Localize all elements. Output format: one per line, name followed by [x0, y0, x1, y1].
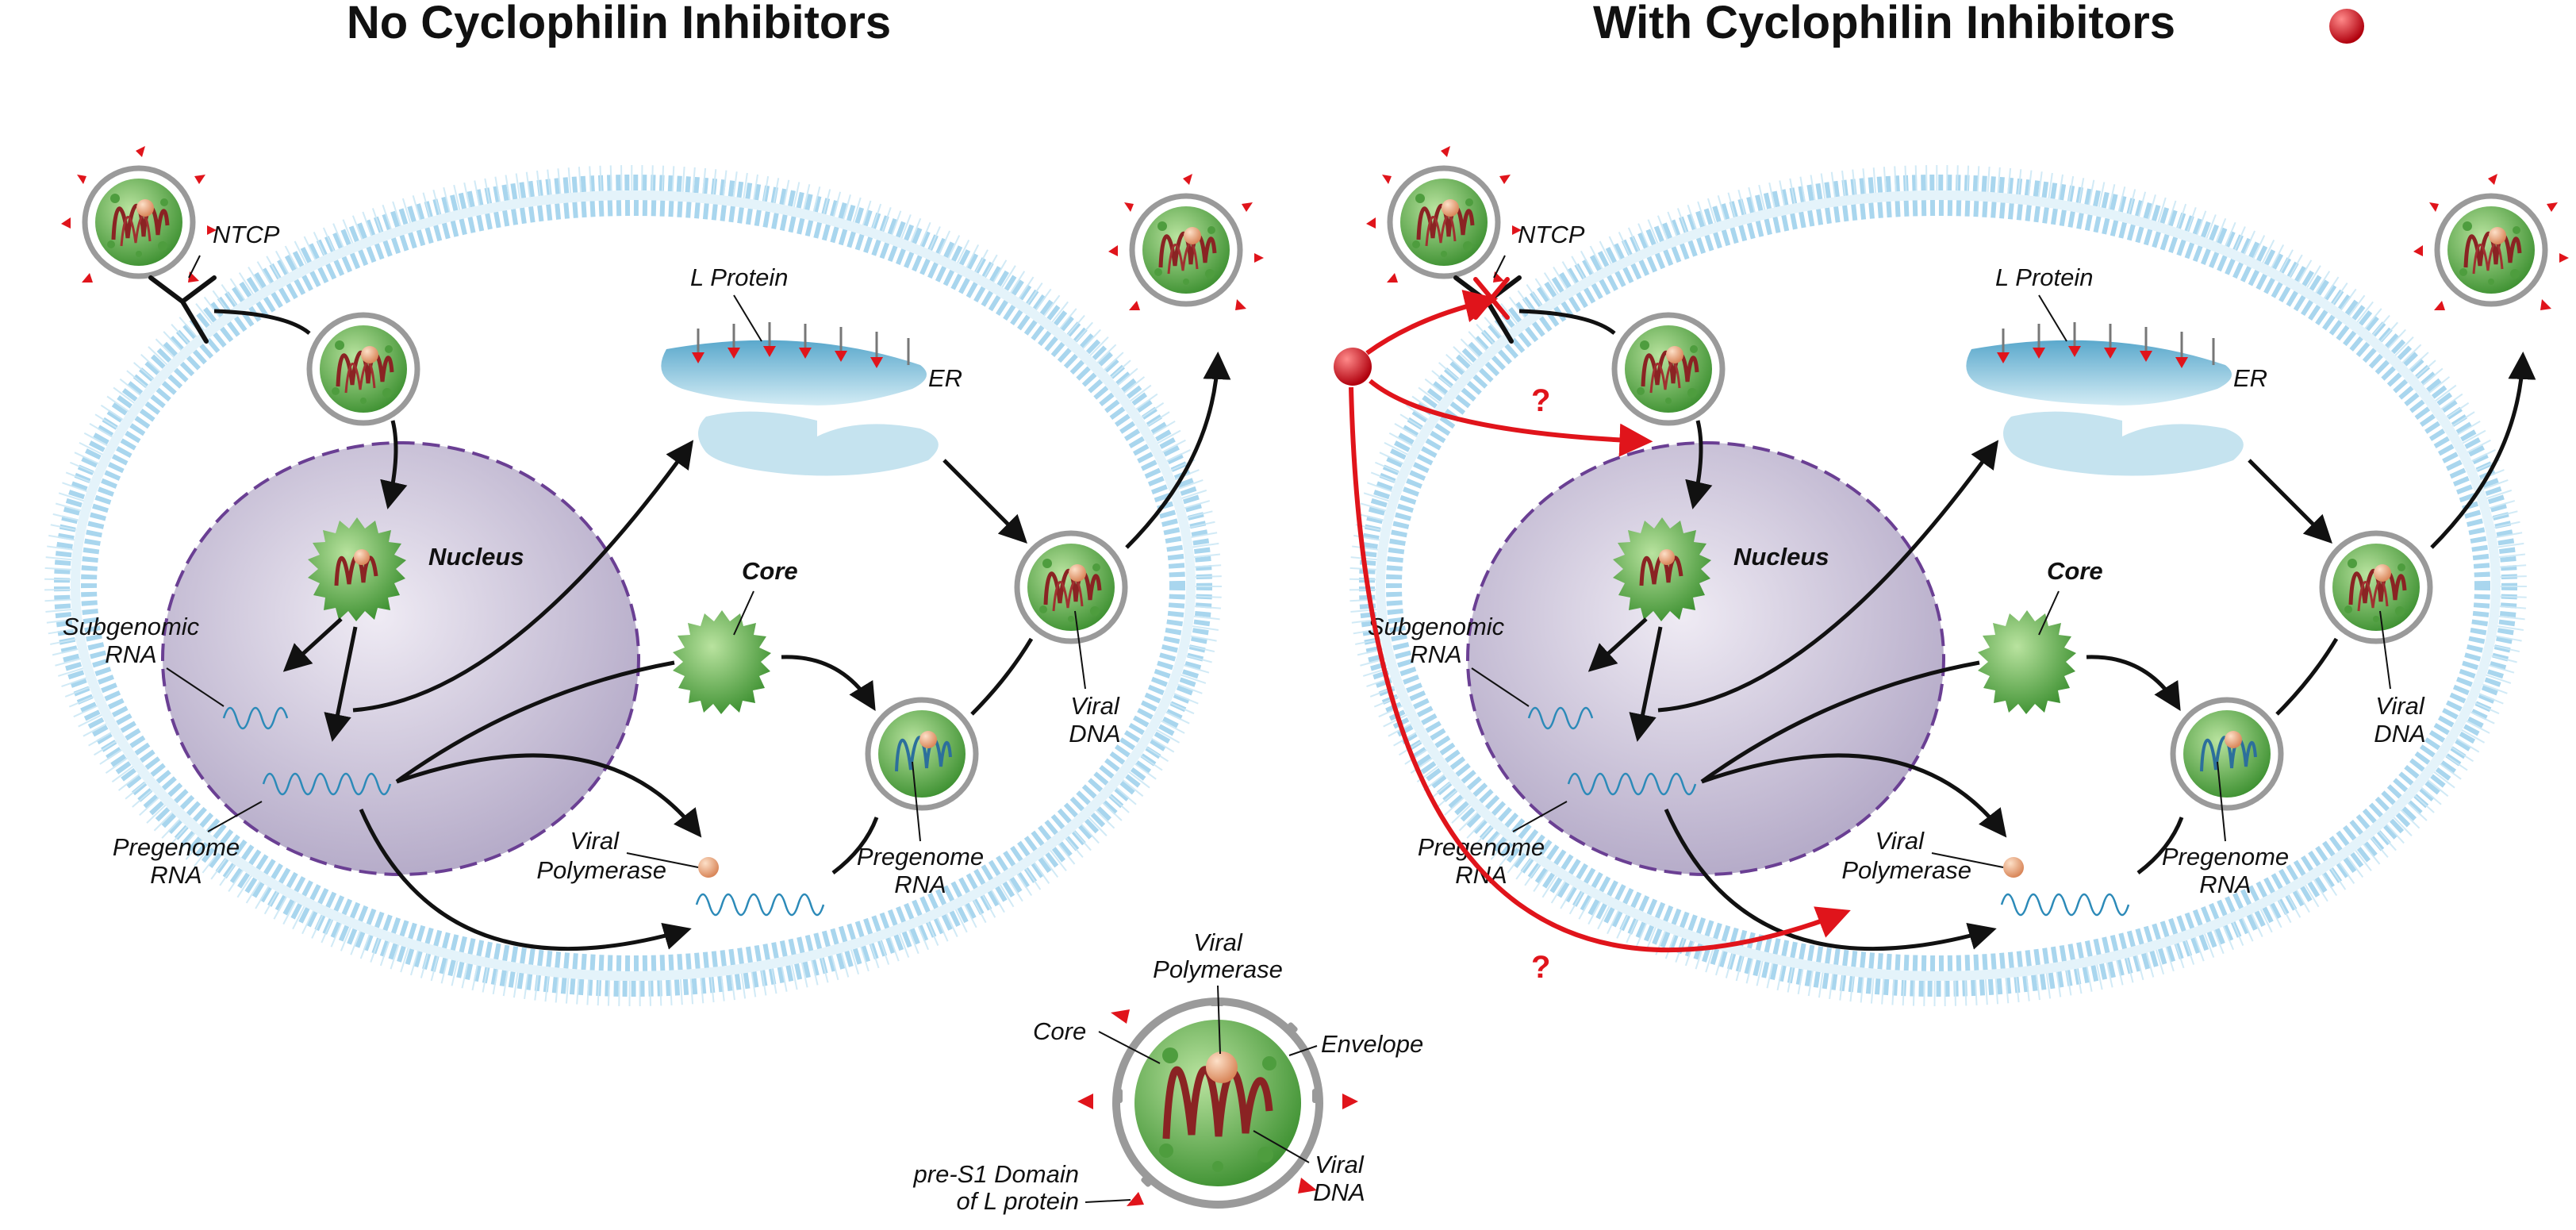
l-protein-label: L Protein [1995, 263, 2094, 291]
title-right: With Cyclophilin Inhibitors [1593, 0, 2175, 48]
core-label: Core [742, 557, 798, 585]
inhibitor-arrow-ntcp [1365, 290, 1499, 356]
inhibitor-arrow-polymerase [1349, 386, 1851, 953]
virion-icon [2413, 174, 2569, 310]
er-label: ER [928, 364, 962, 392]
virion-icon [1366, 146, 1522, 283]
polymerase-label-1: Viral [570, 827, 620, 855]
cell-right: Nucleus NTCP Subgenomic RNA Pregenome RN… [1334, 146, 2569, 1006]
pregenome-label-2: RNA [1455, 861, 1507, 889]
legend-polymerase [1206, 1051, 1238, 1083]
nucleus [1466, 441, 1945, 876]
nucleus-label: Nucleus [428, 543, 524, 571]
virion-icon [61, 146, 217, 283]
subgenomic-label-1: Subgenomic [1368, 613, 1505, 640]
legend-pres1-label-2: of L protein [956, 1187, 1079, 1215]
rna-wave-icon [695, 893, 825, 917]
virion-icon [1017, 533, 1125, 641]
legend: Viral Polymerase Core Envelope Viral DNA… [913, 928, 1424, 1215]
er-icon [659, 321, 940, 478]
legend-core-label: Core [1033, 1017, 1086, 1045]
pregenome-label-1: Pregenome [1418, 833, 1545, 861]
ntcp-label: NTCP [1518, 221, 1585, 248]
legend-dna-label-2: DNA [1313, 1178, 1365, 1206]
virion-icon [2173, 700, 2281, 808]
core-icon [1978, 610, 2076, 714]
polymerase-icon [2003, 857, 2024, 878]
virion-icon [1108, 174, 1264, 310]
pregenome-virion-label-2: RNA [2199, 871, 2251, 898]
question-mark: ? [1531, 383, 1550, 418]
inhibitor-icon [1334, 348, 1372, 386]
pregenome-virion-label-2: RNA [894, 871, 946, 898]
title-left: No Cyclophilin Inhibitors [347, 0, 891, 48]
polymerase-label-1: Viral [1875, 827, 1925, 855]
legend-dna-label-1: Viral [1315, 1151, 1365, 1178]
er-icon [1964, 321, 2245, 478]
viral-dna-label-2: DNA [1069, 720, 1120, 748]
subgenomic-label-2: RNA [1410, 640, 1461, 668]
cell-left: Nucleus NTCP Subgenomic RNA Pregenome RN… [44, 146, 1264, 1006]
pregenome-label-1: Pregenome [113, 833, 240, 861]
rna-wave-icon [2000, 893, 2130, 917]
virion-icon [309, 315, 417, 423]
viral-dna-label-2: DNA [2374, 720, 2425, 748]
virion-icon [868, 700, 976, 808]
legend-polymerase-label-1: Viral [1193, 928, 1243, 956]
inhibitor-icon [2329, 9, 2364, 44]
pregenome-label-2: RNA [150, 861, 202, 889]
er-label: ER [2233, 364, 2267, 392]
ntcp-label: NTCP [213, 221, 280, 248]
subgenomic-label-2: RNA [105, 640, 156, 668]
viral-dna-label-1: Viral [2375, 692, 2425, 720]
core-label: Core [2047, 557, 2103, 585]
legend-dna [1162, 1066, 1273, 1140]
polymerase-icon [698, 857, 719, 878]
polymerase-label-2: Polymerase [1841, 856, 1971, 884]
nucleus [161, 441, 640, 876]
subgenomic-label-1: Subgenomic [63, 613, 200, 640]
l-protein-label: L Protein [690, 263, 789, 291]
polymerase-label-2: Polymerase [536, 856, 666, 884]
pregenome-virion-label-1: Pregenome [2162, 843, 2289, 871]
legend-polymerase-label-2: Polymerase [1153, 955, 1283, 983]
question-mark: ? [1531, 950, 1550, 985]
viral-dna-label-1: Viral [1070, 692, 1120, 720]
virion-icon [1614, 315, 1722, 423]
nucleus-label: Nucleus [1733, 543, 1829, 571]
legend-pres1-label-1: pre-S1 Domain [913, 1160, 1079, 1188]
inhibitor-arrow-uncoating [1369, 379, 1653, 457]
core-icon [673, 610, 771, 714]
membrane-inner [81, 200, 1185, 971]
legend-envelope-label: Envelope [1321, 1030, 1423, 1058]
pregenome-virion-label-1: Pregenome [857, 843, 984, 871]
virion-icon [2322, 533, 2430, 641]
